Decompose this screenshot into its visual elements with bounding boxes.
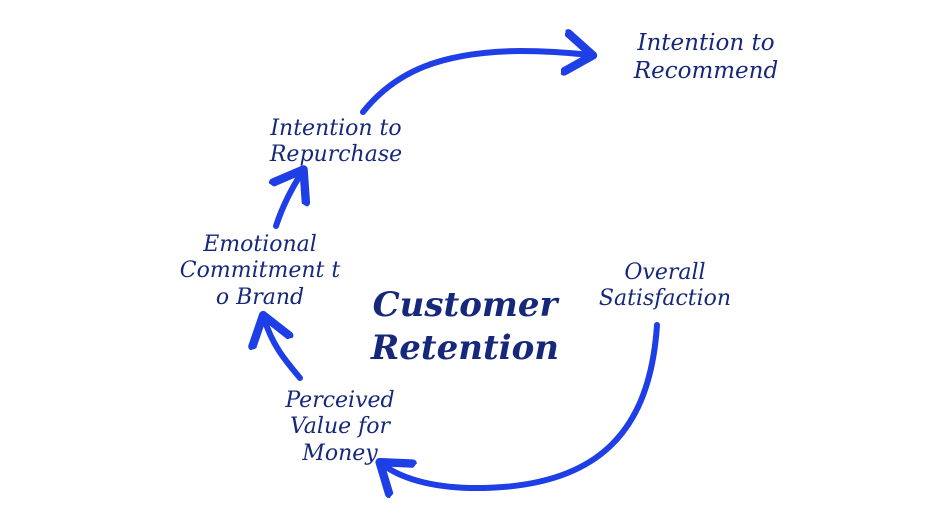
node-emotional-line-2: Commitment t bbox=[179, 258, 341, 284]
node-perceived-line-1: Perceived bbox=[285, 388, 395, 413]
node-satisfaction-line-1: Overall bbox=[624, 260, 706, 285]
node-emotional-line-3: o Brand bbox=[215, 284, 305, 310]
node-emotional-commitment: Emotional Commitment t o Brand bbox=[150, 232, 370, 311]
arrow-value-to-emotional bbox=[264, 318, 303, 381]
center-title-line-2: Retention bbox=[371, 327, 559, 368]
node-overall-satisfaction: Overall Satisfaction bbox=[560, 260, 770, 313]
node-recommend-line-2: Recommend bbox=[633, 57, 779, 84]
arrow-emotional-to-repurchase bbox=[276, 172, 302, 229]
node-recommend-line-1: Intention to bbox=[637, 30, 775, 56]
node-perceived-line-2: Value for bbox=[289, 414, 391, 440]
node-emotional-line-1: Emotional bbox=[203, 232, 317, 257]
arrow-satisfaction-to-value bbox=[382, 322, 660, 488]
arrow-repurchase-to-recommend bbox=[360, 51, 590, 115]
center-title: Customer Retention bbox=[340, 284, 590, 369]
node-intention-to-repurchase: Intention to Repurchase bbox=[226, 116, 446, 169]
center-title-line-1: Customer bbox=[372, 285, 558, 325]
node-perceived-line-3: Money bbox=[302, 440, 378, 466]
node-repurchase-line-2: Repurchase bbox=[269, 142, 403, 168]
node-satisfaction-line-2: Satisfaction bbox=[598, 286, 732, 312]
node-perceived-value: Perceived Value for Money bbox=[240, 388, 440, 467]
node-repurchase-line-1: Intention to bbox=[270, 116, 402, 141]
node-intention-to-recommend: Intention to Recommend bbox=[596, 30, 816, 85]
